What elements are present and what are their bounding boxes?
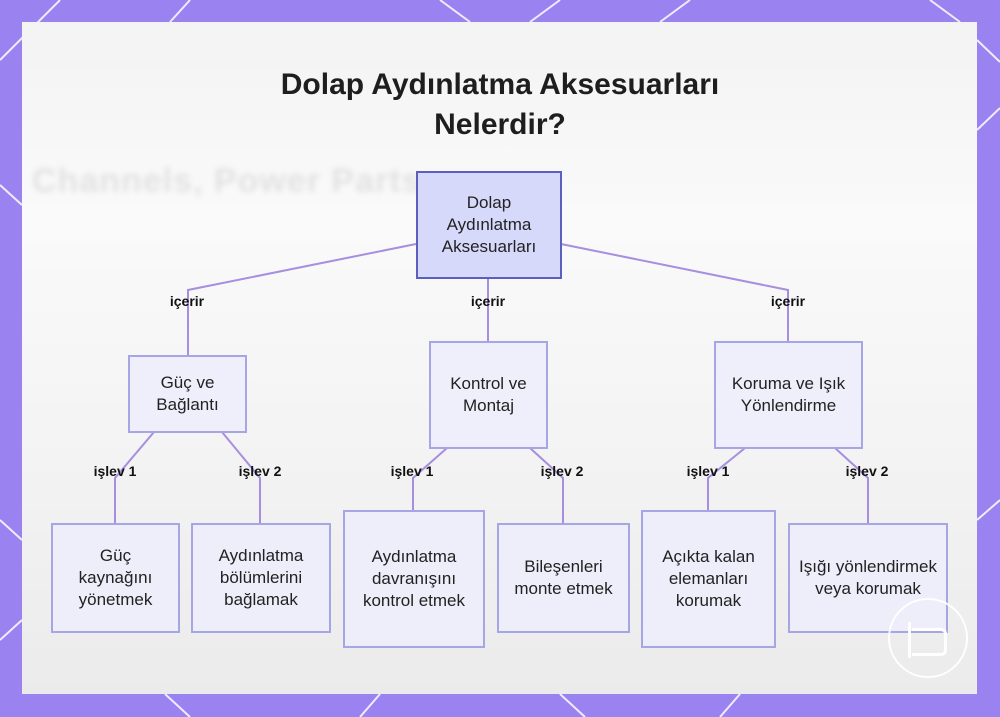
edge-root-power bbox=[187, 243, 417, 355]
edge-root-protect bbox=[560, 243, 789, 341]
brand-logo-icon bbox=[888, 598, 968, 678]
edge-label-contains-power: içerir bbox=[169, 293, 205, 309]
edge-label-control-1: işlev 1 bbox=[390, 463, 434, 479]
node-power-2-label: Aydınlatma bölümlerini bağlamak bbox=[218, 546, 304, 609]
edge-label-protect-1: işlev 1 bbox=[686, 463, 730, 479]
edge-control-1 bbox=[412, 447, 448, 510]
title-line-1: Dolap Aydınlatma Aksesuarları bbox=[280, 68, 720, 101]
node-control-2-label: Bileşenleri monte etmek bbox=[514, 557, 613, 598]
page-title: Dolap Aydınlatma Aksesuarları Nelerdir? bbox=[0, 65, 1000, 145]
edge-label-power-1: işlev 1 bbox=[93, 463, 137, 479]
node-protect-2-label: Işığı yönlendirmek veya korumak bbox=[799, 557, 937, 598]
edge-protect-1 bbox=[707, 447, 746, 510]
node-protect-label: Koruma ve Işık Yönlendirme bbox=[731, 374, 846, 415]
edge-label-contains-protect: içerir bbox=[770, 293, 806, 309]
node-root: Dolap Aydınlatma Aksesuarları bbox=[416, 171, 562, 279]
edge-power-1 bbox=[114, 431, 155, 523]
node-protect: Koruma ve Işık Yönlendirme bbox=[714, 341, 863, 449]
node-protect-1: Açıkta kalan elemanları korumak bbox=[641, 510, 776, 648]
node-protect-1-label: Açıkta kalan elemanları korumak bbox=[662, 547, 755, 610]
edge-protect-2 bbox=[834, 447, 869, 523]
node-root-label: Dolap Aydınlatma Aksesuarları bbox=[441, 193, 537, 256]
edge-label-control-2: işlev 2 bbox=[540, 463, 584, 479]
node-power-label: Güç ve Bağlantı bbox=[156, 373, 219, 414]
edge-label-contains-control: içerir bbox=[470, 293, 506, 309]
node-control-1-label: Aydınlatma davranışını kontrol etmek bbox=[362, 547, 466, 610]
node-control-label: Kontrol ve Montaj bbox=[450, 374, 527, 415]
title-line-2: Nelerdir? bbox=[434, 108, 566, 141]
edge-control-2 bbox=[529, 447, 564, 523]
node-power-1-label: Güç kaynağını yönetmek bbox=[78, 546, 153, 609]
node-control-1: Aydınlatma davranışını kontrol etmek bbox=[343, 510, 485, 648]
background-photo-text: Channels, Power Parts bbox=[32, 162, 422, 200]
edge-power-2 bbox=[221, 431, 261, 523]
edge-label-power-2: işlev 2 bbox=[238, 463, 282, 479]
node-power: Güç ve Bağlantı bbox=[128, 355, 247, 433]
node-power-1: Güç kaynağını yönetmek bbox=[51, 523, 180, 633]
node-power-2: Aydınlatma bölümlerini bağlamak bbox=[191, 523, 331, 633]
node-control: Kontrol ve Montaj bbox=[429, 341, 548, 449]
edge-label-protect-2: işlev 2 bbox=[845, 463, 889, 479]
node-control-2: Bileşenleri monte etmek bbox=[497, 523, 630, 633]
